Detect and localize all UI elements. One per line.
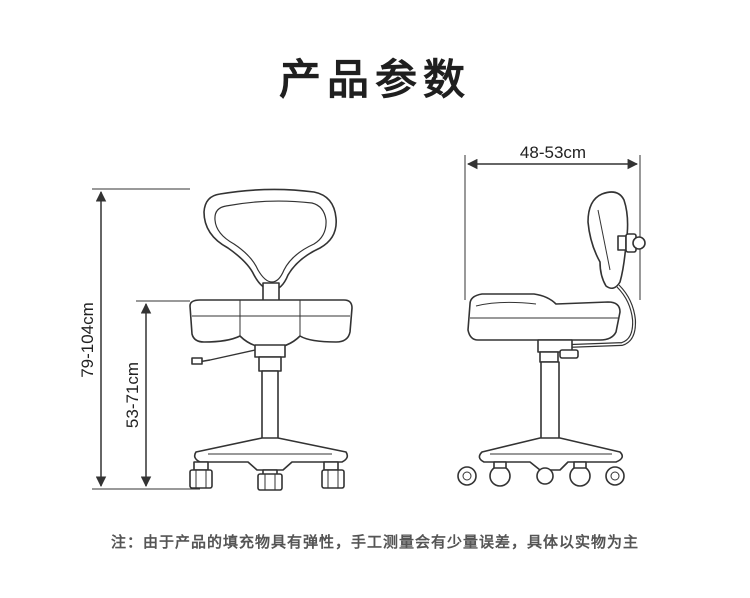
seat-height-dimension: 53-71cm: [123, 300, 190, 488]
width-dimension: 48-53cm: [464, 143, 641, 300]
chair-front-view: [189, 188, 353, 491]
disclaimer-note: 注：由于产品的填充物具有弹性，手工测量会有少量误差，具体以实物为主: [110, 533, 639, 551]
side-caster-3: [536, 467, 554, 485]
total-height-dimension: 79-104cm: [78, 188, 200, 490]
backrest-knob: [617, 233, 646, 253]
page-title: 产品参数: [278, 55, 471, 104]
seat-height-label: 53-71cm: [123, 362, 142, 428]
caster-center: [257, 469, 283, 491]
caster-right: [321, 461, 345, 489]
side-caster-2: [489, 461, 511, 487]
total-height-label: 79-104cm: [78, 302, 97, 378]
caster-left: [189, 461, 213, 489]
side-caster-1: [457, 466, 477, 486]
side-caster-4: [569, 461, 591, 487]
side-caster-5: [605, 466, 625, 486]
backrest-front: [203, 188, 337, 291]
seat-side: [467, 293, 621, 341]
chair-side-view: [457, 191, 646, 487]
width-label: 48-53cm: [520, 143, 586, 162]
seat-front: [189, 299, 353, 349]
backrest-side: [587, 191, 629, 290]
